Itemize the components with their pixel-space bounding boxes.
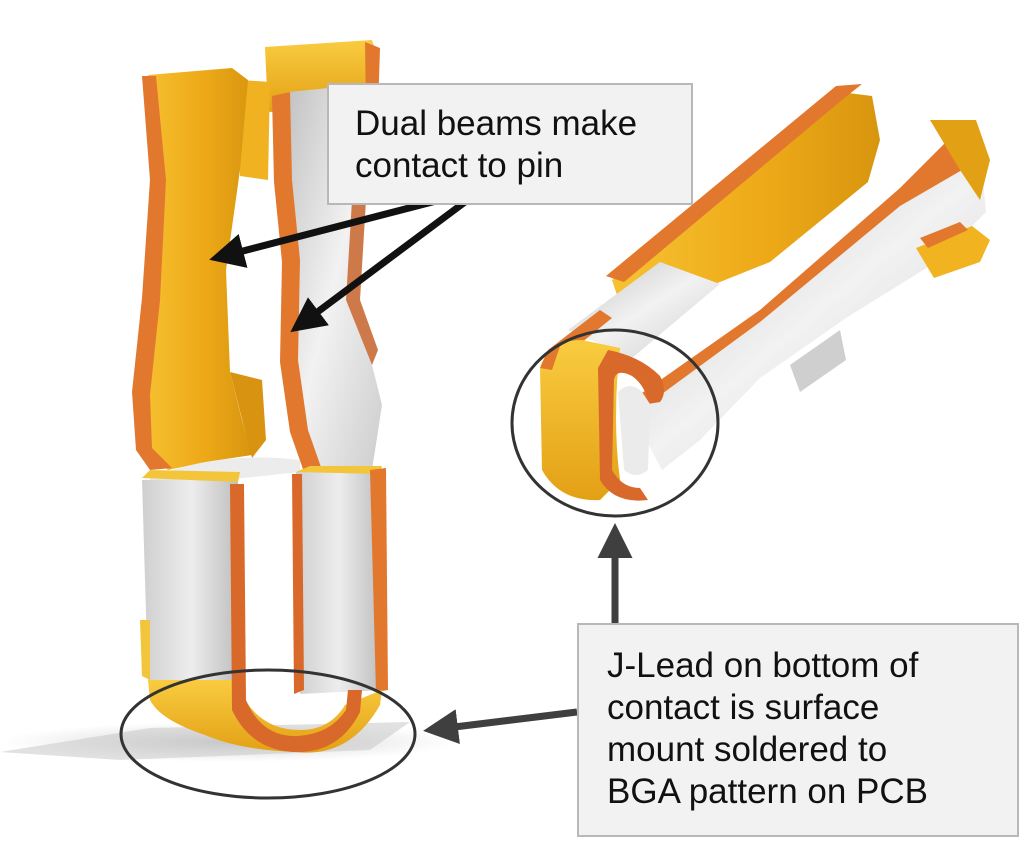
barrel-left [142,478,240,680]
left-beam-edge [132,76,172,470]
right-beam [288,86,382,470]
callout-j-lead-line-2: contact is surface [607,688,880,727]
j-lead-edge [230,484,362,752]
rolled-end-edge [598,350,664,501]
callout-j-lead-line-3: mount soldered to [607,730,888,769]
arrow-to-left-jlead [423,708,578,744]
barrel-right [296,470,382,694]
annotations [119,196,720,800]
left-contact-illustration [0,40,460,762]
callout-dual-beams-line-1: Dual beams make [355,104,638,143]
ellipse-left-jlead [119,668,417,800]
callout-dual-beams: Dual beams make contact to pin [327,83,693,205]
callout-j-lead: J-Lead on bottom of contact is surface m… [577,623,1019,837]
upper-beam-silver [568,262,720,358]
left-beam [140,68,252,470]
callout-dual-beams-line-2: contact to pin [355,146,564,185]
callout-j-lead-line-1: J-Lead on bottom of [607,646,919,685]
lower-beam [630,168,986,470]
lower-beam-edge [632,128,976,410]
arrow-to-left-beam [209,196,441,268]
arrow-to-right-beam [290,199,468,333]
upper-beam-edge [606,84,862,282]
callout-j-lead-line-4: BGA pattern on PCB [607,772,929,811]
ellipse-right-jlead [510,328,720,518]
right-contact-illustration [540,84,990,501]
right-beam-edge [272,92,322,472]
